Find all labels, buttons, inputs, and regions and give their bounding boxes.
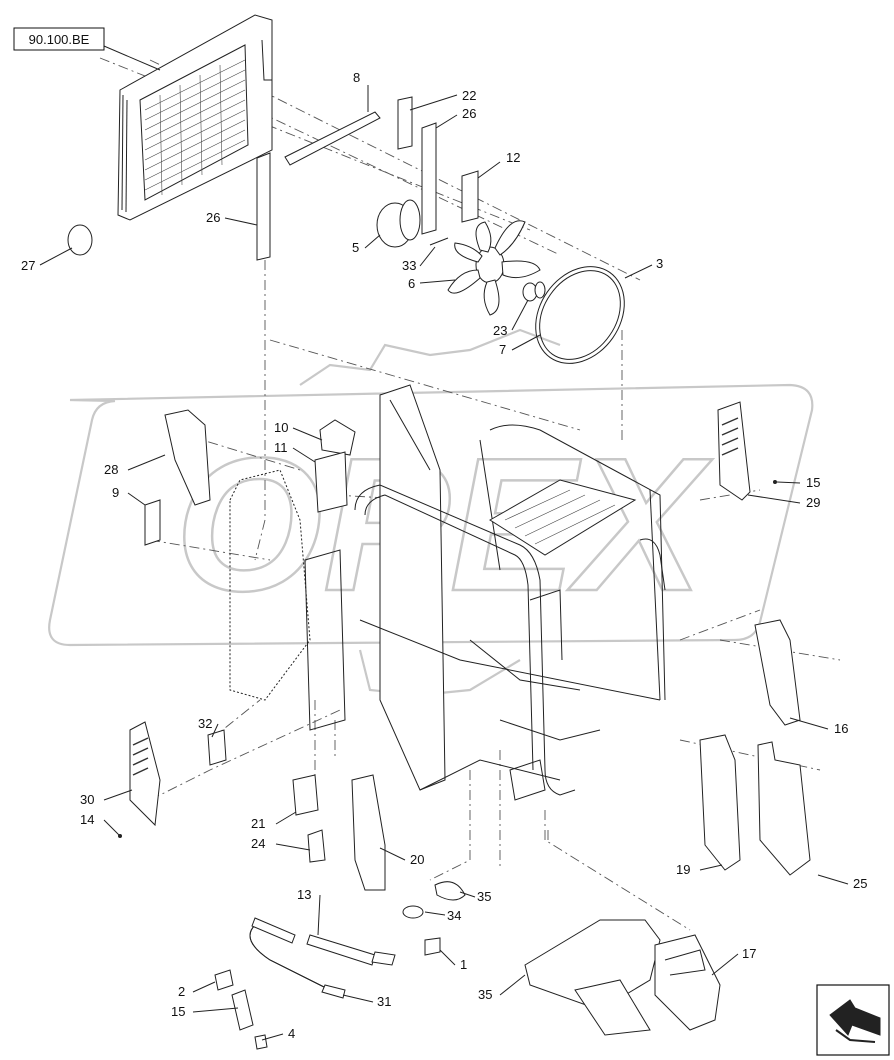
leader-lines — [39, 39, 849, 1041]
part-25-panel — [757, 741, 811, 876]
part-26-foam-left — [256, 152, 271, 261]
label-part-3: 3 — [656, 256, 663, 271]
part-19-coupler — [522, 281, 546, 302]
label-part-31: 33 — [402, 258, 416, 273]
label-part-15-left: 14 — [80, 812, 94, 827]
label-part-13: 13 — [297, 887, 311, 902]
label-part-29: 30 — [80, 792, 94, 807]
label-part-15-right: 15 — [806, 475, 820, 490]
part-32-plate — [207, 729, 227, 766]
part-27-plug — [67, 224, 93, 256]
label-part-23: 24 — [251, 836, 265, 851]
label-part-35: 35 — [478, 987, 492, 1002]
label-part-26-upper: 26 — [462, 106, 476, 121]
label-part-33: 34 — [447, 908, 461, 923]
label-part-27: 27 — [21, 258, 35, 273]
part-10-foam — [319, 419, 356, 456]
part-31-bolt — [429, 237, 449, 246]
rear-grille-panel — [117, 14, 273, 221]
label-part-7: 7 — [499, 342, 506, 357]
watermark-text: OPEX — [175, 419, 713, 631]
part-2-fitting — [214, 969, 234, 991]
label-part-14: 15 — [171, 1004, 185, 1019]
cab-frame — [229, 384, 666, 801]
part-14-adapter — [231, 989, 254, 1031]
part-16-foam — [754, 619, 801, 726]
label-part-10: 10 — [274, 420, 288, 435]
part-26-foam-upper — [421, 122, 437, 235]
arrow-back-icon — [829, 999, 881, 1036]
label-part-30: 31 — [377, 994, 391, 1009]
part-12-foam — [461, 170, 479, 223]
part-8-bar — [284, 111, 381, 166]
label-part-28: 29 — [806, 495, 820, 510]
part-3-fan-ring — [535, 266, 625, 364]
part-28-side-panel — [717, 401, 751, 501]
part-9-foam — [144, 499, 161, 546]
label-part-1: 1 — [460, 957, 467, 972]
label-part-9: 9 — [112, 485, 119, 500]
part-11-foam — [314, 451, 348, 513]
label-part-21: 20 — [410, 852, 424, 867]
part-30-hose — [249, 917, 346, 999]
back-nav-button[interactable] — [816, 984, 890, 1056]
label-part-16: 16 — [834, 721, 848, 736]
label-part-12: 12 — [506, 150, 520, 165]
reference-code-label: 90.100.BE — [29, 32, 90, 47]
part-34-clamp — [434, 881, 466, 901]
part-35-base-plate — [524, 919, 661, 1036]
label-part-17: 17 — [742, 946, 756, 961]
part-4-cap — [254, 1034, 268, 1050]
label-part-26-left: 26 — [206, 210, 220, 225]
reference-code-box[interactable]: 90.100.BE — [13, 27, 105, 51]
part-21-foam — [351, 774, 386, 891]
label-part-20: 19 — [676, 862, 690, 877]
label-part-2: 2 — [178, 984, 185, 999]
part-24-panel — [164, 409, 211, 506]
label-part-18: 22 — [462, 88, 476, 103]
part-23-foam — [307, 829, 326, 863]
label-part-34: 35 — [477, 889, 491, 904]
label-part-32: 32 — [198, 716, 212, 731]
label-part-6: 6 — [408, 276, 415, 291]
label-part-22: 21 — [251, 816, 265, 831]
part-6-fan — [447, 220, 541, 316]
part-20-foam — [699, 734, 741, 871]
label-part-19: 23 — [493, 323, 507, 338]
part-33-bushing — [402, 905, 424, 919]
label-part-4: 4 — [288, 1026, 295, 1041]
part-number-labels: 8 22 26 12 26 5 27 33 6 3 23 7 10 11 28 … — [21, 70, 867, 1041]
label-part-24: 28 — [104, 462, 118, 477]
part-5-hub — [376, 199, 421, 248]
part-22-foam — [292, 774, 319, 816]
part-1-fitting — [424, 937, 441, 956]
label-part-11: 11 — [274, 440, 288, 455]
label-part-8: 8 — [353, 70, 360, 85]
part-15-screw-right — [773, 480, 777, 484]
part-18-foam — [397, 96, 413, 150]
part-13-hose — [306, 934, 396, 966]
part-29-side-panel — [129, 721, 161, 827]
part-17-bracket — [654, 934, 721, 1031]
label-part-5: 5 — [352, 240, 359, 255]
label-part-25: 25 — [853, 876, 867, 891]
